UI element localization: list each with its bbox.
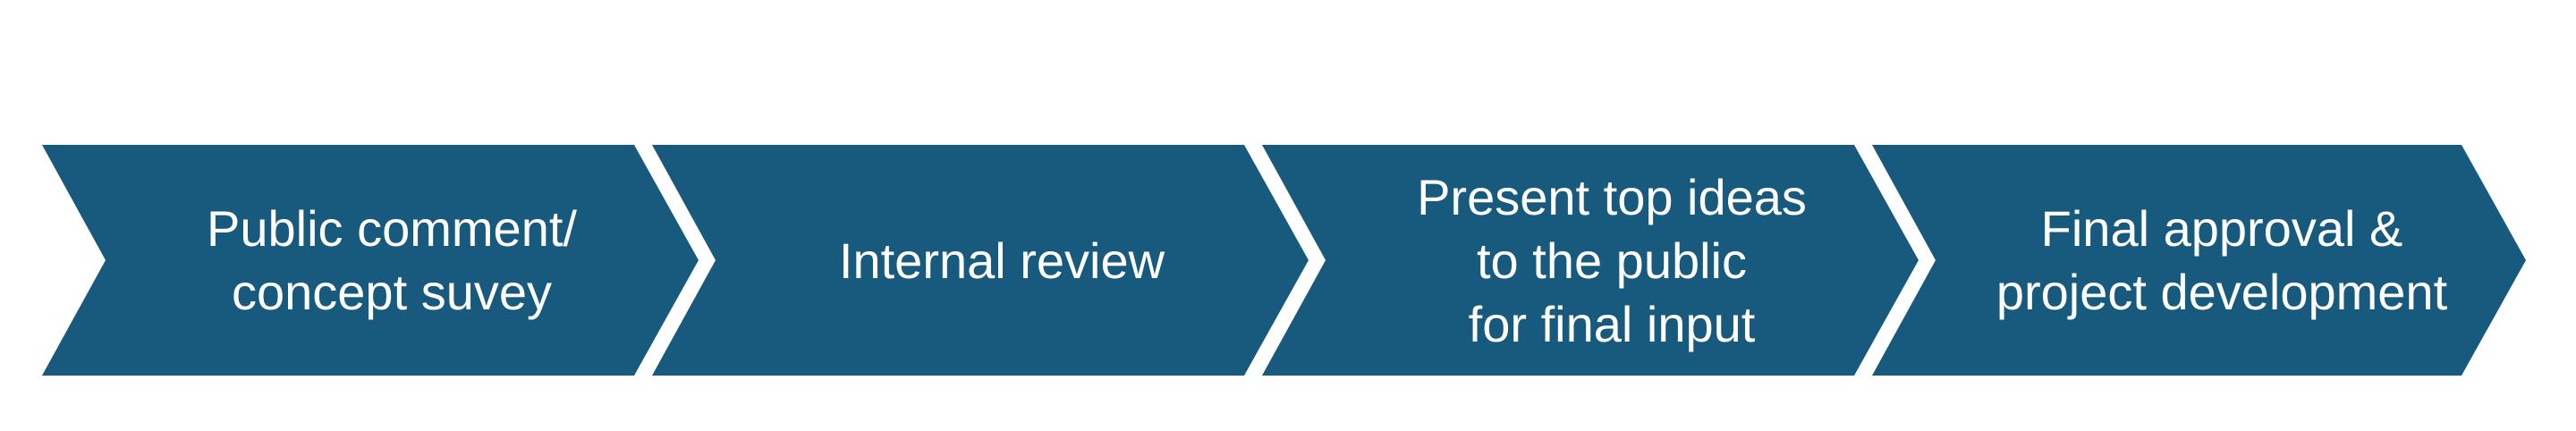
step-4-label: Final approval & project development <box>1996 200 2448 320</box>
chevron-step-3 <box>1262 145 1919 376</box>
step-1-label: Public comment/ concept suvey <box>207 200 577 320</box>
chevron-step-4 <box>1872 145 2526 376</box>
step-2-label: Internal review <box>838 232 1165 289</box>
chevron-step-2 <box>652 145 1309 376</box>
step-3-label: Present top ideas to the public for fina… <box>1417 168 1807 352</box>
chevron-step-1 <box>42 145 699 376</box>
